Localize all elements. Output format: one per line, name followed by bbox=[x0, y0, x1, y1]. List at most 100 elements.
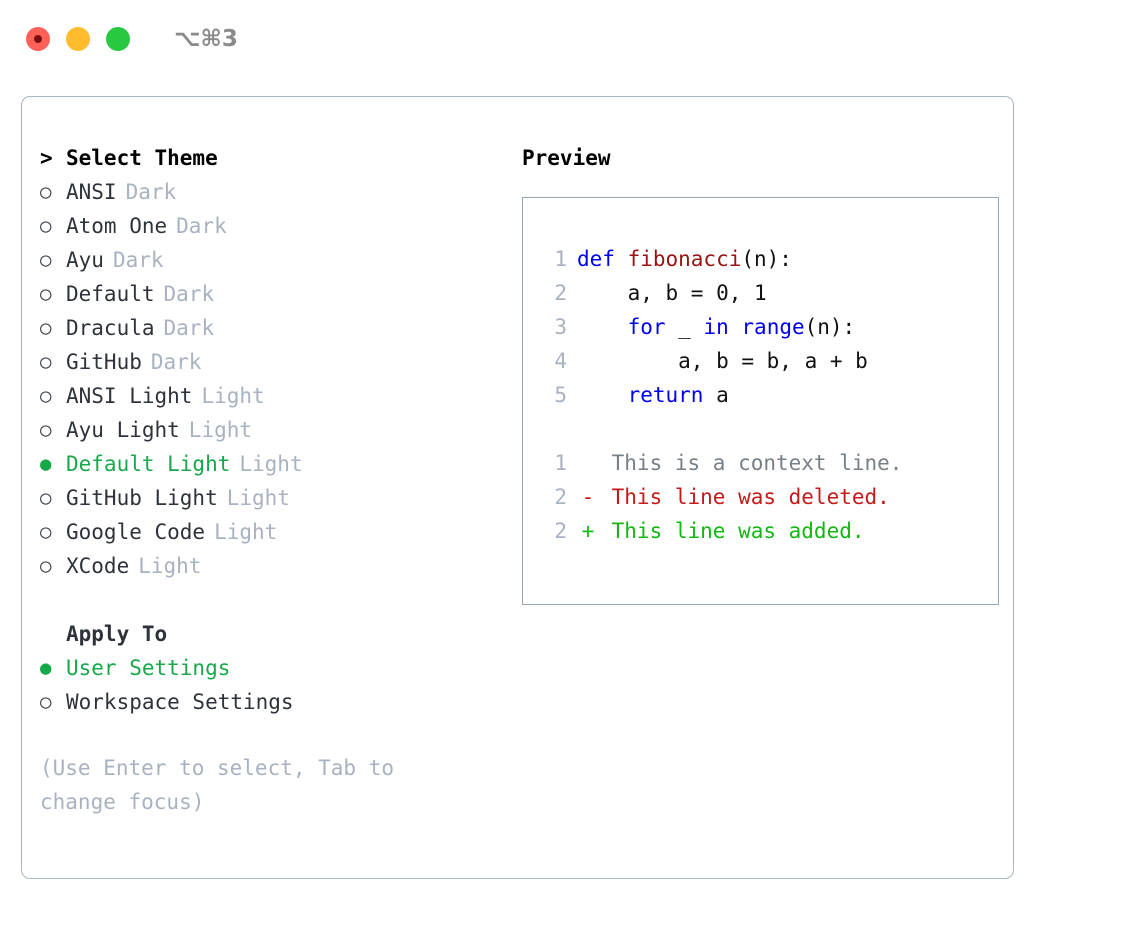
code-line: 3 for _ in range(n): bbox=[541, 310, 998, 344]
code-token-kw: range bbox=[741, 315, 805, 339]
select-theme-header: > Select Theme bbox=[40, 141, 510, 175]
apply-to-option-label: Workspace Settings bbox=[66, 690, 294, 714]
code-line-number: 5 bbox=[554, 383, 567, 407]
window-controls bbox=[26, 27, 130, 51]
code-line-number: 4 bbox=[554, 349, 567, 373]
diff-line-number: 2 bbox=[554, 519, 567, 543]
code-line-number: 1 bbox=[554, 247, 567, 271]
code-line: 2 a, b = 0, 1 bbox=[541, 276, 998, 310]
radio-unselected-icon: ○ bbox=[40, 419, 52, 441]
theme-option-default[interactable]: ○ Default Dark bbox=[40, 277, 510, 311]
diff-line-add: 2+ This line was added. bbox=[541, 514, 998, 548]
apply-to-option-label: User Settings bbox=[66, 656, 231, 680]
theme-option-ansi[interactable]: ○ ANSI Dark bbox=[40, 175, 510, 209]
code-token-plain bbox=[729, 315, 742, 339]
apply-to-options-list: ● User Settings ○ Workspace Settings bbox=[40, 651, 510, 719]
theme-option-label: Default bbox=[66, 282, 155, 306]
diff-sample: 1 This is a context line.2- This line wa… bbox=[541, 446, 998, 548]
maximize-button-icon[interactable] bbox=[106, 27, 130, 51]
theme-option-tag: Dark bbox=[163, 282, 215, 306]
theme-option-tag: Light bbox=[239, 452, 303, 476]
diff-line-number: 2 bbox=[554, 485, 567, 509]
diff-marker-icon: + bbox=[581, 519, 595, 543]
radio-unselected-icon: ○ bbox=[40, 249, 52, 271]
theme-option-tag: Light bbox=[226, 486, 290, 510]
theme-option-label: GitHub bbox=[66, 350, 142, 374]
radio-unselected-icon: ○ bbox=[40, 181, 52, 203]
radio-selected-icon: ● bbox=[40, 453, 52, 475]
diff-line-text: This is a context line. bbox=[599, 451, 903, 475]
radio-unselected-icon: ○ bbox=[40, 351, 52, 373]
theme-option-label: Dracula bbox=[66, 316, 155, 340]
theme-option-label: Default Light bbox=[66, 452, 231, 476]
code-line: 5 return a bbox=[541, 378, 998, 412]
code-token-plain: a, b = b, a + b bbox=[577, 349, 868, 373]
theme-option-tag: Dark bbox=[112, 248, 164, 272]
theme-option-ansi-light[interactable]: ○ ANSI Light Light bbox=[40, 379, 510, 413]
theme-option-tag: Dark bbox=[125, 180, 177, 204]
diff-marker-icon: - bbox=[581, 485, 595, 509]
prompt-marker-icon: > bbox=[40, 146, 53, 170]
keyboard-hint-text: (Use Enter to select, Tab to change focu… bbox=[40, 756, 395, 814]
apply-to-header: Apply To bbox=[40, 617, 510, 651]
diff-line-del: 2- This line was deleted. bbox=[541, 480, 998, 514]
theme-option-xcode[interactable]: ○ XCode Light bbox=[40, 549, 510, 583]
code-token-plain: _ bbox=[665, 315, 704, 339]
code-token-plain bbox=[577, 315, 628, 339]
code-token-fn: fibonacci bbox=[627, 247, 742, 271]
radio-unselected-icon: ○ bbox=[40, 555, 52, 577]
theme-option-tag: Light bbox=[214, 520, 278, 544]
code-token-plain: a bbox=[703, 383, 729, 407]
theme-option-label: ANSI bbox=[66, 180, 117, 204]
radio-unselected-icon: ○ bbox=[40, 691, 52, 713]
code-line-number: 3 bbox=[554, 315, 567, 339]
theme-option-tag: Light bbox=[201, 384, 265, 408]
apply-to-option-workspace-settings[interactable]: ○ Workspace Settings bbox=[40, 685, 510, 719]
theme-option-label: Atom One bbox=[66, 214, 168, 238]
code-token-kw: in bbox=[703, 315, 729, 339]
radio-selected-icon: ● bbox=[40, 657, 52, 679]
code-token-kw: for bbox=[627, 315, 666, 339]
theme-option-label: Google Code bbox=[66, 520, 206, 544]
code-line: 4 a, b = b, a + b bbox=[541, 344, 998, 378]
minimize-button-icon[interactable] bbox=[66, 27, 90, 51]
apply-to-option-user-settings[interactable]: ● User Settings bbox=[40, 651, 510, 685]
close-button-icon[interactable] bbox=[26, 27, 50, 51]
theme-option-label: XCode bbox=[66, 554, 130, 578]
theme-option-github-light[interactable]: ○ GitHub Light Light bbox=[40, 481, 510, 515]
code-token-kw: return bbox=[627, 383, 704, 407]
diff-line-number: 1 bbox=[554, 451, 567, 475]
diff-spacer bbox=[541, 412, 998, 446]
apply-to-indent-spacer bbox=[40, 622, 66, 646]
theme-option-tag: Dark bbox=[176, 214, 227, 238]
select-theme-title: Select Theme bbox=[66, 146, 218, 170]
theme-option-label: GitHub Light bbox=[66, 486, 218, 510]
radio-unselected-icon: ○ bbox=[40, 487, 52, 509]
theme-option-ayu[interactable]: ○ Ayu Dark bbox=[40, 243, 510, 277]
theme-option-tag: Dark bbox=[150, 350, 202, 374]
theme-option-default-light[interactable]: ● Default Light Light bbox=[40, 447, 510, 481]
code-token-plain: a, b = 0, 1 bbox=[577, 281, 767, 305]
theme-option-label: ANSI Light bbox=[66, 384, 193, 408]
preview-title: Preview bbox=[522, 146, 611, 170]
theme-option-tag: Light bbox=[138, 554, 202, 578]
radio-unselected-icon: ○ bbox=[40, 283, 52, 305]
radio-unselected-icon: ○ bbox=[40, 385, 52, 407]
theme-option-label: Ayu bbox=[66, 248, 104, 272]
diff-line-ctx: 1 This is a context line. bbox=[541, 446, 998, 480]
code-line-number: 2 bbox=[554, 281, 567, 305]
theme-option-github[interactable]: ○ GitHub Dark bbox=[40, 345, 510, 379]
title-bar: ⌥⌘3 bbox=[0, 0, 1140, 78]
keyboard-shortcut-label: ⌥⌘3 bbox=[174, 26, 238, 52]
diff-line-text: This line was deleted. bbox=[599, 485, 890, 509]
